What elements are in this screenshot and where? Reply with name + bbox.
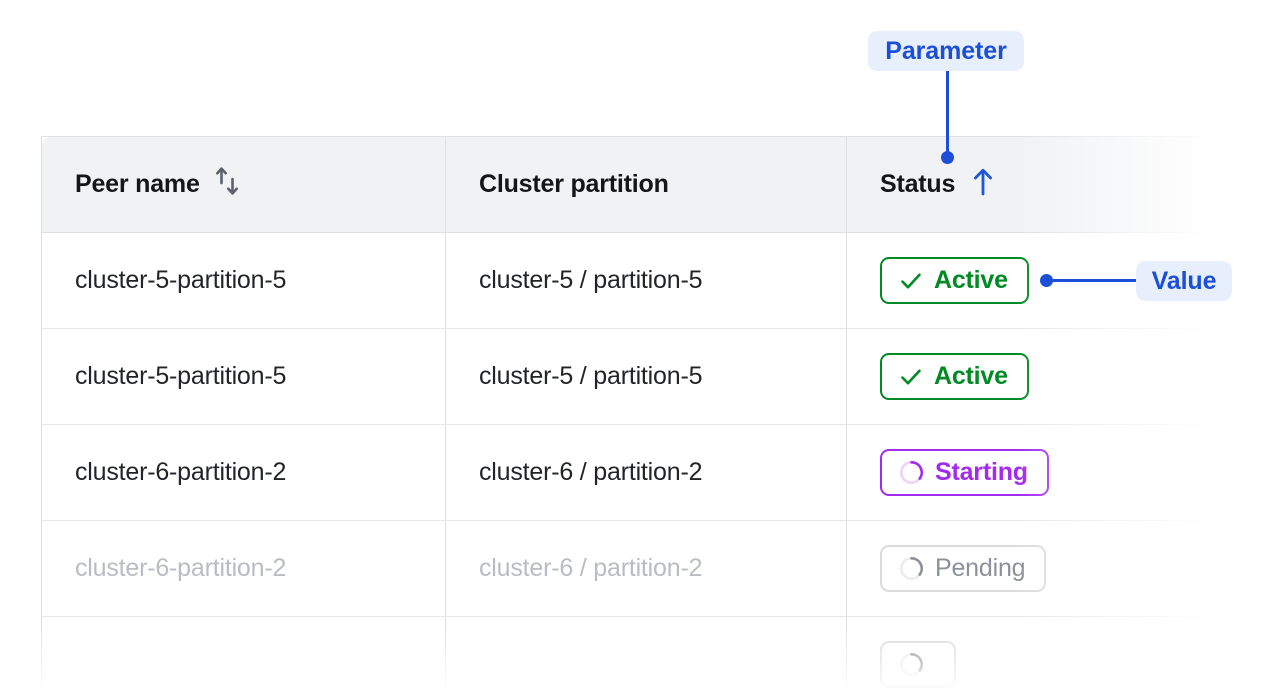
cell-status: Pending xyxy=(846,520,1272,617)
annotation-dot-value xyxy=(1040,274,1053,287)
status-label: Active xyxy=(934,362,1008,390)
status-label: Active xyxy=(934,266,1008,294)
cell-peer-name: cluster-5-partition-5 xyxy=(41,328,446,425)
peers-table: Peer name xyxy=(41,136,1272,688)
cell-cluster-partition: cluster-6 / partition-2 xyxy=(445,520,847,617)
annotation-connector-line-parameter xyxy=(946,71,949,159)
cell-peer-name xyxy=(41,616,446,688)
status-label: Pending xyxy=(935,554,1026,582)
cell-peer-name: cluster-6-partition-2 xyxy=(41,520,446,617)
column-header-peer-name[interactable]: Peer name xyxy=(41,136,446,233)
table-row[interactable] xyxy=(41,616,1272,688)
annotation-connector-line-value xyxy=(1047,279,1139,282)
column-header-cluster-partition[interactable]: Cluster partition xyxy=(445,136,847,233)
cell-cluster-partition xyxy=(445,616,847,688)
data-table-fade-mask: Peer name xyxy=(41,136,1272,688)
sort-updown-icon[interactable] xyxy=(213,165,241,204)
annotation-label-parameter: Parameter xyxy=(868,31,1024,71)
status-label: Starting xyxy=(935,458,1028,486)
table-header-row: Peer name xyxy=(41,136,1272,233)
annotation-dot-parameter xyxy=(941,151,954,164)
status-badge-pending[interactable] xyxy=(880,641,956,688)
status-badge-active[interactable]: Active xyxy=(880,257,1029,304)
status-badge-active[interactable]: Active xyxy=(880,353,1029,400)
column-header-label: Status xyxy=(880,170,956,198)
table-body: cluster-5-partition-5 cluster-5 / partit… xyxy=(41,232,1272,688)
cell-peer-name: cluster-5-partition-5 xyxy=(41,232,446,329)
table-row[interactable]: cluster-5-partition-5 cluster-5 / partit… xyxy=(41,328,1272,425)
status-badge-starting[interactable]: Starting xyxy=(880,449,1049,496)
check-icon xyxy=(898,364,924,390)
table-header: Peer name xyxy=(41,136,1272,233)
spinner-icon xyxy=(898,651,925,678)
cell-cluster-partition: cluster-5 / partition-5 xyxy=(445,328,847,425)
cell-status: Starting xyxy=(846,424,1272,521)
cell-peer-name: cluster-6-partition-2 xyxy=(41,424,446,521)
spinner-icon xyxy=(898,555,925,582)
check-icon xyxy=(898,268,924,294)
column-header-label: Cluster partition xyxy=(479,170,669,198)
status-badge-pending[interactable]: Pending xyxy=(880,545,1047,592)
table-row[interactable]: cluster-6-partition-2 cluster-6 / partit… xyxy=(41,424,1272,521)
spinner-icon xyxy=(898,459,925,486)
column-header-status[interactable]: Status xyxy=(846,136,1272,233)
cell-cluster-partition: cluster-5 / partition-5 xyxy=(445,232,847,329)
cell-cluster-partition: cluster-6 / partition-2 xyxy=(445,424,847,521)
data-table-container: Peer name xyxy=(41,136,1272,688)
cell-status: Active xyxy=(846,328,1272,425)
cell-status xyxy=(846,616,1272,688)
table-row[interactable]: cluster-6-partition-2 cluster-6 / partit… xyxy=(41,520,1272,617)
arrow-up-icon[interactable] xyxy=(968,165,998,204)
annotation-label-value: Value xyxy=(1136,261,1232,301)
column-header-label: Peer name xyxy=(75,170,200,198)
